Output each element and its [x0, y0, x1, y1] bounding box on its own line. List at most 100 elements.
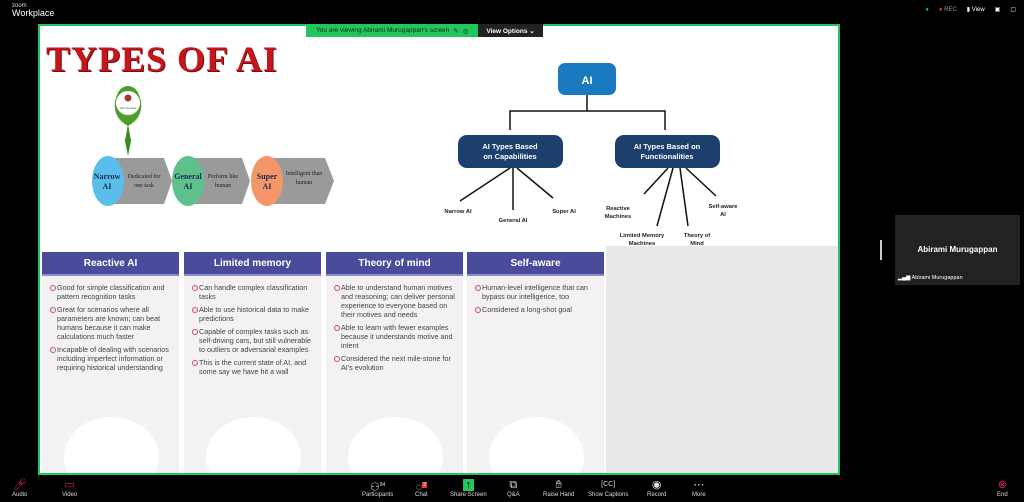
- participants-icon: ⚇84: [369, 481, 386, 494]
- svg-text:Perform like: Perform like: [208, 173, 238, 180]
- card-theory-of-mind: Theory of mind Able to understand human …: [326, 252, 463, 473]
- hand-icon: ✋︎: [555, 479, 562, 491]
- svg-text:General: General: [174, 172, 202, 181]
- shared-screen-slide: TYPES OF AI We are here Narrow AI Genera…: [38, 24, 840, 475]
- more-button[interactable]: ⋯More: [692, 479, 706, 498]
- ai-steps: Narrow AI General AI Super AI Dedicated …: [92, 156, 334, 206]
- svg-text:Intelligent than: Intelligent than: [286, 171, 323, 177]
- card-item: Can handle complex classification tasks: [192, 283, 315, 301]
- tree-leaf: Limited Memory: [620, 233, 665, 239]
- cc-icon: [CC]: [601, 481, 616, 488]
- step-name: Narrow: [94, 172, 121, 181]
- tree-leaf: Reactive: [606, 206, 631, 212]
- card-item: Incapable of dealing with scenarios incl…: [50, 345, 173, 372]
- rec-indicator: ● REC: [938, 6, 957, 13]
- viewing-text: You are viewing Abirami Murugappan's scr…: [316, 27, 450, 34]
- card-self-aware: Self-aware Human-level intelligence that…: [467, 252, 604, 473]
- viewing-banner: You are viewing Abirami Murugappan's scr…: [306, 24, 543, 37]
- chat-icon: ◌2: [415, 481, 427, 494]
- slide-title: TYPES OF AI: [46, 39, 278, 79]
- card-title: Limited memory: [184, 252, 321, 276]
- tree-leaf: General AI: [499, 218, 528, 224]
- zoom-logo: zoom Workplace: [12, 3, 54, 18]
- card-title: Reactive AI: [42, 252, 179, 276]
- audio-button[interactable]: 🎤︎Audio: [12, 479, 28, 498]
- tree-capabilities: AI Types Based: [482, 142, 538, 151]
- top-right-controls: ● ● REC ▮ View ▣ ▢: [925, 6, 1016, 14]
- tree-leaf: Narrow AI: [444, 209, 472, 215]
- svg-text:Dedicated for: Dedicated for: [128, 173, 161, 180]
- minimize-icon[interactable]: ▣: [994, 7, 1001, 13]
- card-reactive-ai: Reactive AI Good for simple classificati…: [42, 252, 179, 473]
- card-limited-memory: Limited memory Can handle complex classi…: [184, 252, 321, 473]
- tree-capabilities: on Capabilities: [483, 152, 536, 161]
- participant-name: Abirami Murugappan: [917, 245, 998, 254]
- tree-root: AI: [582, 75, 593, 87]
- participant-video-tile[interactable]: Abirami Murugappan ▂▄▆ Abirami Murugappa…: [895, 215, 1020, 285]
- card-item: Capable of complex tasks such as self-dr…: [192, 327, 315, 354]
- end-icon: ⊗: [997, 479, 1007, 491]
- slide-background-panel: [606, 246, 838, 473]
- card-title: Self-aware: [467, 252, 604, 276]
- pattern-grid-icon: [64, 417, 159, 473]
- card-title: Theory of mind: [326, 252, 463, 276]
- info-icon[interactable]: ◎: [462, 27, 469, 35]
- card-item: This is the current state of AI, and som…: [192, 358, 315, 376]
- self-driving-car-icon: [206, 417, 301, 473]
- svg-text:AI: AI: [263, 182, 272, 191]
- card-item: Able to learn with fewer examples becaus…: [334, 323, 457, 350]
- tree-functionalities: Functionalities: [641, 152, 694, 161]
- end-button[interactable]: ⊗End: [997, 479, 1008, 498]
- fullscreen-icon[interactable]: ▢: [1010, 7, 1016, 13]
- brand-small: zoom: [12, 3, 27, 9]
- record-button[interactable]: ◉Record: [647, 479, 667, 498]
- video-button[interactable]: ▭Video: [62, 479, 78, 498]
- pin-label: We are here: [120, 106, 137, 110]
- svg-text:Super: Super: [257, 172, 278, 181]
- svg-text:human: human: [296, 180, 312, 186]
- ai-diagrams: We are here Narrow AI General AI Super A…: [92, 63, 739, 247]
- tree-leaf: Self-aware: [709, 204, 739, 210]
- view-options-button[interactable]: View Options ⌄: [478, 24, 543, 37]
- share-screen-button[interactable]: ↑Share Screen: [450, 478, 487, 498]
- pen-icon[interactable]: ✎: [453, 27, 459, 35]
- qa-icon: ⧉: [509, 479, 518, 491]
- svg-text:AI: AI: [184, 182, 193, 191]
- card-item: Able to understand human motives and rea…: [334, 283, 457, 319]
- ai-tree-diagram: [459, 95, 717, 227]
- share-screen-icon: ↑: [450, 478, 487, 492]
- panel-resize-handle[interactable]: [880, 240, 882, 260]
- card-item: Good for simple classification and patte…: [50, 283, 173, 301]
- tree-leaf: AI: [720, 212, 726, 218]
- tree-leaf: Machines: [629, 241, 655, 247]
- tree-leaf: Machines: [605, 214, 631, 220]
- muted-mic-icon: 🎤︎: [12, 479, 27, 491]
- svg-text:human: human: [215, 183, 231, 189]
- tree-leaf: Mind: [690, 241, 704, 247]
- record-icon: ◉: [651, 479, 662, 491]
- card-item: Considered a long-shot goal: [475, 305, 598, 314]
- tree-leaf: Super AI: [552, 209, 576, 215]
- tree-leaf: Theory of: [684, 233, 710, 239]
- card-item: Human-level intelligence that can bypass…: [475, 283, 598, 301]
- tree-functionalities: AI Types Based on: [634, 142, 701, 151]
- location-pin-icon: We are here: [114, 86, 142, 156]
- svg-text:one task: one task: [134, 183, 154, 189]
- video-off-icon: ▭: [64, 479, 75, 491]
- captions-button[interactable]: [CC]Show Captions: [588, 478, 628, 498]
- card-item: Able to use historical data to make pred…: [192, 305, 315, 323]
- raise-hand-button[interactable]: ✋︎Raise Hand: [543, 479, 575, 498]
- more-icon: ⋯: [693, 479, 705, 491]
- card-item: Considered the next mile-stone for AI's …: [334, 354, 457, 372]
- brain-head-icon: [489, 417, 584, 473]
- shield-icon: ●: [925, 6, 929, 13]
- view-button[interactable]: ▮ View: [966, 7, 985, 13]
- svg-text:AI: AI: [103, 182, 112, 191]
- qa-button[interactable]: ⧉Q&A: [507, 479, 520, 498]
- neural-network-icon: [348, 417, 443, 473]
- card-item: Great for scenarios where all parameters…: [50, 305, 173, 341]
- participant-label: ▂▄▆ Abirami Murugappan: [898, 275, 963, 281]
